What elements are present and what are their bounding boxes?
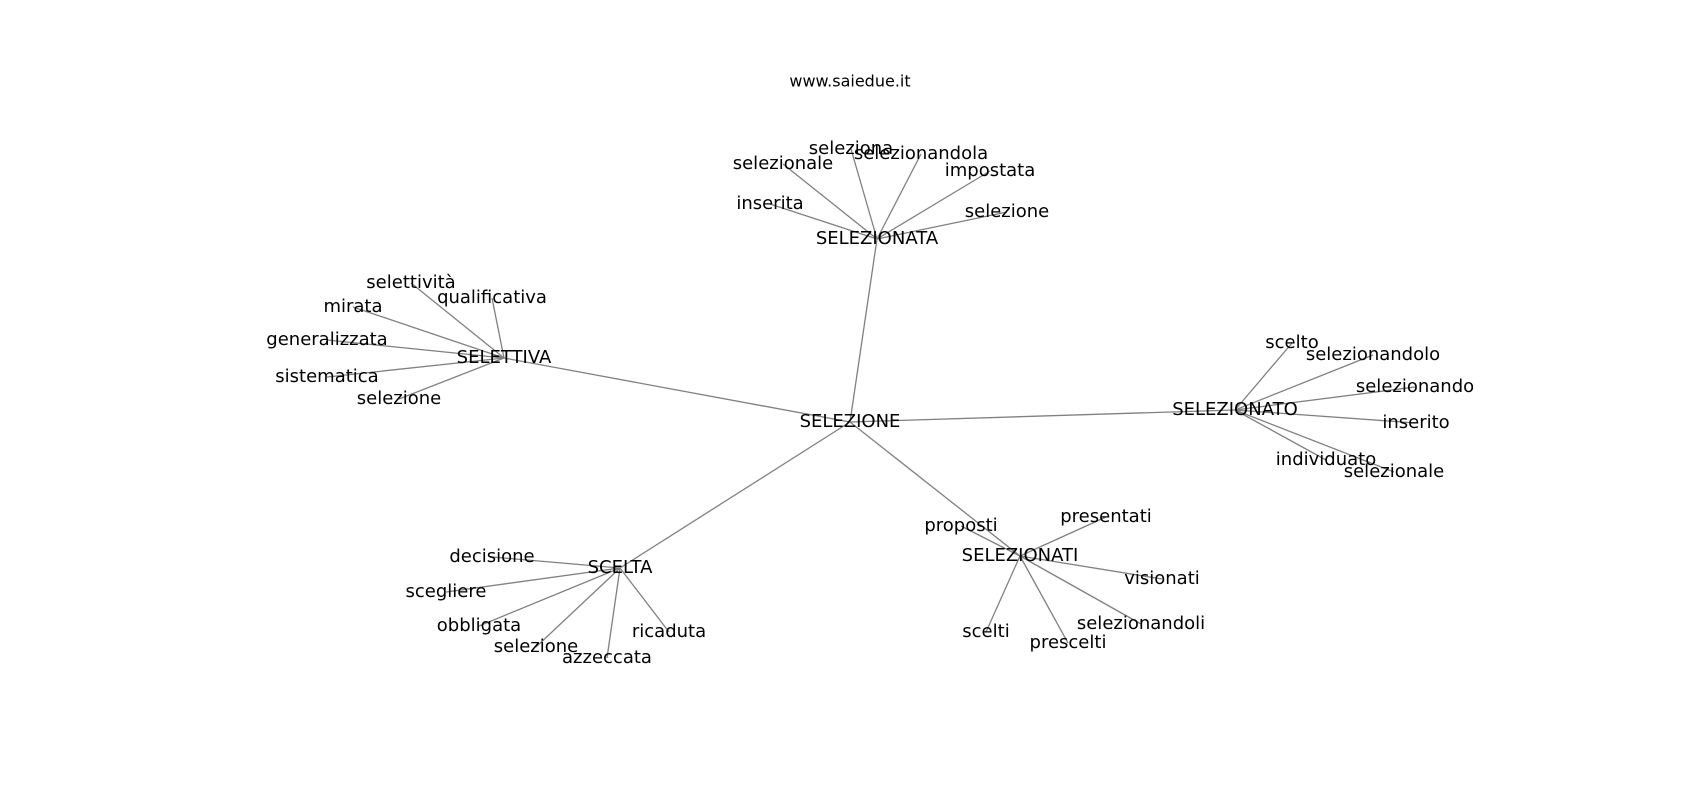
edge-selettiva-selt_1 [410, 282, 505, 359]
node-label-selo_4: inserito [1382, 412, 1449, 433]
node-label-seli_5: prescelti [1030, 632, 1107, 653]
graph-edges [326, 148, 1417, 659]
edge-selezionato-selo_3 [1234, 386, 1416, 411]
edge-selezione_center-selettiva [503, 357, 851, 423]
node-label-sc_3: obbligata [437, 615, 521, 636]
node-label-selt_3: mirata [323, 296, 382, 317]
edge-selezione_center-selezionata [849, 238, 878, 423]
edge-selettiva-selt_5 [326, 357, 505, 378]
edge-selezione_center-selezionati [849, 421, 1021, 557]
node-label-selt_5: sistematica [275, 366, 378, 387]
node-label-seli_3: visionati [1124, 568, 1200, 589]
graph-nodes: SELEZIONE SELEZIONATA SELETTIVA SELEZIONATO… [266, 138, 1474, 668]
edge-selezione_center-selezionato [849, 409, 1236, 423]
node-label-sc_4: selezione [494, 636, 578, 657]
edge-selezionati-seli_5 [1019, 555, 1069, 644]
node-label-seli_1: proposti [924, 515, 997, 536]
edge-scelta-sc_1 [491, 556, 621, 569]
node-label-seli_6: scelti [962, 621, 1009, 642]
edge-selezionata-seln_a5 [769, 203, 878, 240]
edge-selezionati-seli_3 [1019, 555, 1163, 580]
node-label-seln_a1: seleziona [809, 138, 893, 159]
node-label-seln_a6: selezione [965, 201, 1049, 222]
edge-selezionati-seli_1 [960, 525, 1021, 557]
edge-selezionato-selo_1 [1234, 342, 1293, 411]
node-label-seli_2: presentati [1060, 506, 1152, 527]
node-label-sc_6: ricaduta [632, 621, 706, 642]
node-label-selezionati: SELEZIONATI [962, 545, 1079, 566]
edge-selezionati-seli_2 [1019, 516, 1107, 557]
edge-selezionata-seln_a3 [782, 163, 878, 240]
edge-scelta-sc_2 [445, 567, 621, 593]
edge-selettiva-selt_2 [491, 297, 505, 359]
node-label-selo_3: selezionando [1356, 376, 1474, 397]
edge-selezione_center-scelta [619, 421, 851, 569]
node-label-seli_4: selezionandoli [1077, 613, 1205, 634]
edge-selezionata-seln_a1 [850, 148, 878, 240]
edge-selezionata-seln_a6 [876, 211, 1008, 240]
node-label-selezione_center: SELEZIONE [800, 411, 901, 432]
edge-selezionata-seln_a2 [876, 153, 922, 240]
node-label-seln_a5: inserita [736, 193, 803, 214]
node-label-selt_6: selezione [357, 388, 441, 409]
node-label-selo_5: individuato [1276, 449, 1376, 470]
site-watermark: www.saiedue.it [789, 72, 910, 91]
node-label-sc_5: azzeccata [562, 647, 652, 668]
node-label-selezionato: SELEZIONATO [1172, 399, 1298, 420]
edge-scelta-sc_6 [619, 567, 670, 633]
node-label-sc_2: scegliere [406, 581, 487, 602]
node-label-selettiva: SELETTIVA [457, 347, 552, 368]
edge-scelta-sc_3 [478, 567, 621, 627]
edge-selezionati-seli_6 [985, 555, 1021, 633]
node-label-selezionata: SELEZIONATA [816, 228, 939, 249]
edge-selezionato-selo_4 [1234, 409, 1417, 424]
edge-scelta-sc_4 [535, 567, 621, 648]
edge-selettiva-selt_6 [398, 357, 505, 400]
edge-selettiva-selt_4 [326, 339, 505, 359]
edge-selezionato-selo_2 [1234, 354, 1374, 411]
edge-selezionato-selo_6 [1234, 409, 1395, 473]
node-label-selt_4: generalizzata [266, 329, 387, 350]
node-label-selo_2: selezionandolo [1306, 344, 1440, 365]
node-label-seln_a2: selezionandola [854, 143, 988, 164]
edge-selezionato-selo_5 [1234, 409, 1327, 461]
node-label-selo_6: selezionale [1344, 461, 1445, 482]
node-label-seln_a4: impostata [945, 160, 1036, 181]
edge-selettiva-selt_3 [352, 306, 505, 359]
edge-scelta-sc_5 [606, 567, 621, 659]
node-label-selt_1: selettività [366, 272, 455, 293]
node-label-seln_a3: selezionale [733, 153, 834, 174]
node-label-selt_2: qualificativa [437, 287, 547, 308]
node-label-sc_1: decisione [449, 546, 534, 567]
node-label-selo_1: scelto [1265, 332, 1318, 353]
edge-selezionata-seln_a4 [876, 170, 991, 240]
node-label-scelta: SCELTA [588, 557, 654, 578]
edge-selezionati-seli_4 [1019, 555, 1142, 625]
